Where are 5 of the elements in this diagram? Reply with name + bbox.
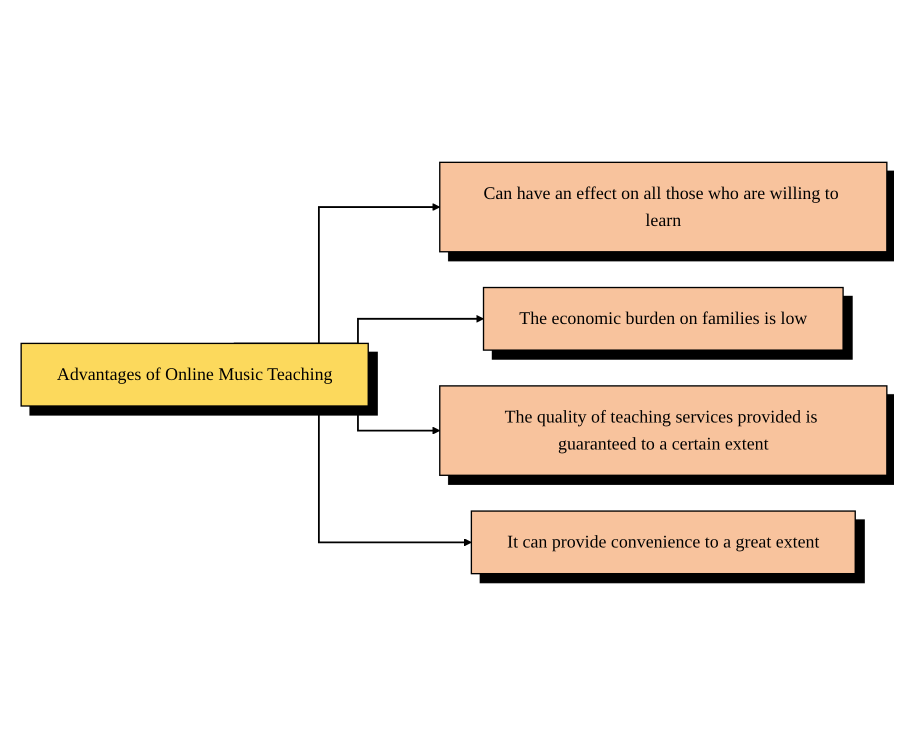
node-box: The economic burden on families is low <box>482 286 844 351</box>
node-box: Can have an effect on all those who are willing to learn <box>439 162 888 252</box>
node-box: The quality of teaching services provided is guaranteed to a certain extent <box>439 385 888 476</box>
node-box: It can provide convenience to a great extent <box>470 510 856 574</box>
node-box: Advantages of Online Music Teaching <box>20 342 369 407</box>
